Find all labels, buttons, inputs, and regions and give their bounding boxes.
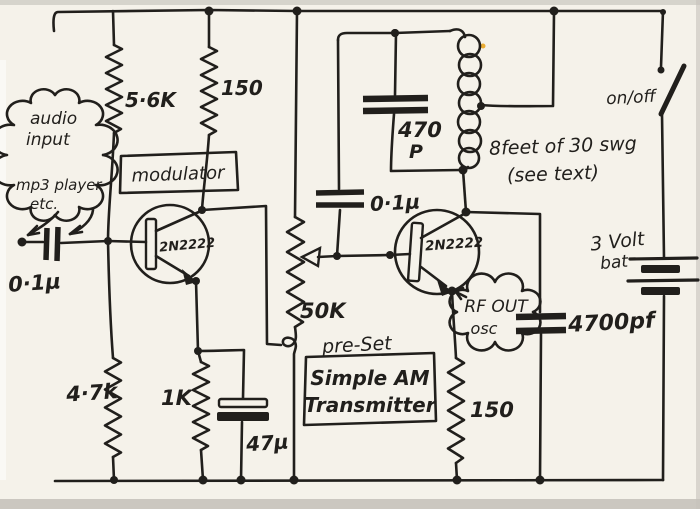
cap-47u-top-plate bbox=[217, 397, 269, 409]
cap-bypass-4700pf: 4700pf bbox=[464, 210, 658, 482]
scan-edge-right bbox=[696, 0, 700, 509]
cap-4700-label: 4700pf bbox=[566, 308, 657, 338]
ink-smudge bbox=[480, 43, 486, 49]
collector-to-pot-wire bbox=[200, 204, 283, 347]
resistor-4-7k: 4·7k bbox=[64, 239, 123, 482]
switch-lever bbox=[658, 63, 687, 117]
q1-label: 2N2222 bbox=[159, 236, 216, 256]
power-switch: on/off bbox=[606, 9, 687, 117]
bottom-rail bbox=[53, 478, 665, 483]
rf-out-cloud: RF OUT osc bbox=[448, 272, 542, 352]
modulator-box: modulator bbox=[118, 150, 240, 195]
title-line2: Transmitter bbox=[304, 393, 436, 417]
title-line1: Simple AM bbox=[310, 366, 429, 390]
input-terminal bbox=[17, 237, 27, 247]
q2-base-bar bbox=[406, 221, 425, 283]
rf-cloud-line2: osc bbox=[471, 319, 498, 338]
resistor-1k-label: 1K bbox=[161, 386, 194, 410]
resistor-150-osc: 150 bbox=[446, 289, 514, 482]
junction-dots bbox=[110, 6, 666, 485]
q1-base-bar bbox=[144, 217, 158, 271]
pot-bottom-curl bbox=[281, 325, 298, 482]
coil-to-collector-wire bbox=[461, 168, 468, 214]
audio-cloud-line2: input bbox=[26, 130, 71, 150]
cap-emitter-47u: 47µ bbox=[196, 348, 289, 482]
battery-label-bat: bat bbox=[599, 252, 630, 274]
q2-label: 2N2222 bbox=[425, 234, 484, 254]
battery: 3 Volt bat bbox=[589, 112, 700, 482]
cap-input-label: 0·1µ bbox=[7, 269, 61, 297]
resistor-1k: 1K bbox=[161, 279, 211, 482]
title-box: Simple AM Transmitter bbox=[302, 351, 438, 427]
coil-note-line1: 8feet of 30 swg bbox=[489, 133, 637, 160]
cap-tank-value: 470 bbox=[397, 118, 442, 142]
resistor-150-modulator: 150 bbox=[199, 9, 263, 212]
resistor-150m-label: 150 bbox=[221, 76, 263, 100]
resistor-4-7k-label: 4·7k bbox=[64, 379, 120, 407]
modulator-label: modulator bbox=[131, 162, 226, 186]
scan-edge-top bbox=[0, 0, 700, 5]
scan-edge-bottom bbox=[0, 499, 700, 509]
rf-cloud-line1: RF OUT bbox=[464, 297, 529, 317]
cap-tank-unit: P bbox=[409, 141, 423, 163]
cap-47u-label: 47µ bbox=[244, 429, 289, 456]
coil-tap-wire bbox=[478, 10, 556, 108]
switch-label: on/off bbox=[606, 87, 658, 110]
resistor-5-6k: 5·6K bbox=[104, 9, 177, 243]
coil-note-line2: (see text) bbox=[507, 162, 600, 187]
scan-edge-left bbox=[0, 60, 6, 480]
cap-coupling-label: 0·1µ bbox=[369, 189, 420, 216]
preset-50k: 50K pre-Set bbox=[281, 9, 394, 482]
preset-value-label: 50K bbox=[300, 299, 347, 323]
transistor-q1: 2N2222 bbox=[104, 203, 216, 285]
rf-cloud-arrow bbox=[454, 286, 468, 301]
cap-tank-470p: 470 P bbox=[362, 31, 463, 173]
audio-cloud-line3: mp3 player bbox=[16, 176, 102, 194]
cap-47u-bottom-plate bbox=[217, 412, 269, 421]
battery-label-volts: 3 Volt bbox=[589, 228, 647, 256]
cap-coupling-0-1u: 0·1µ bbox=[315, 38, 421, 258]
cap-input-0-1u: 0·1µ bbox=[7, 226, 110, 297]
resistor-5-6k-label: 5·6K bbox=[125, 88, 177, 112]
switch-contact bbox=[657, 66, 665, 74]
coil: 8feet of 30 swg (see text) bbox=[448, 10, 637, 214]
audio-cloud-line4: etc. bbox=[30, 195, 58, 213]
transistor-q2: 2N2222 bbox=[386, 207, 484, 296]
top-rail bbox=[52, 8, 665, 33]
audio-input-cloud: audio input mp3 player etc. bbox=[0, 87, 119, 237]
audio-cloud-line1: audio bbox=[30, 109, 77, 129]
resistor-150o-label: 150 bbox=[470, 398, 514, 422]
